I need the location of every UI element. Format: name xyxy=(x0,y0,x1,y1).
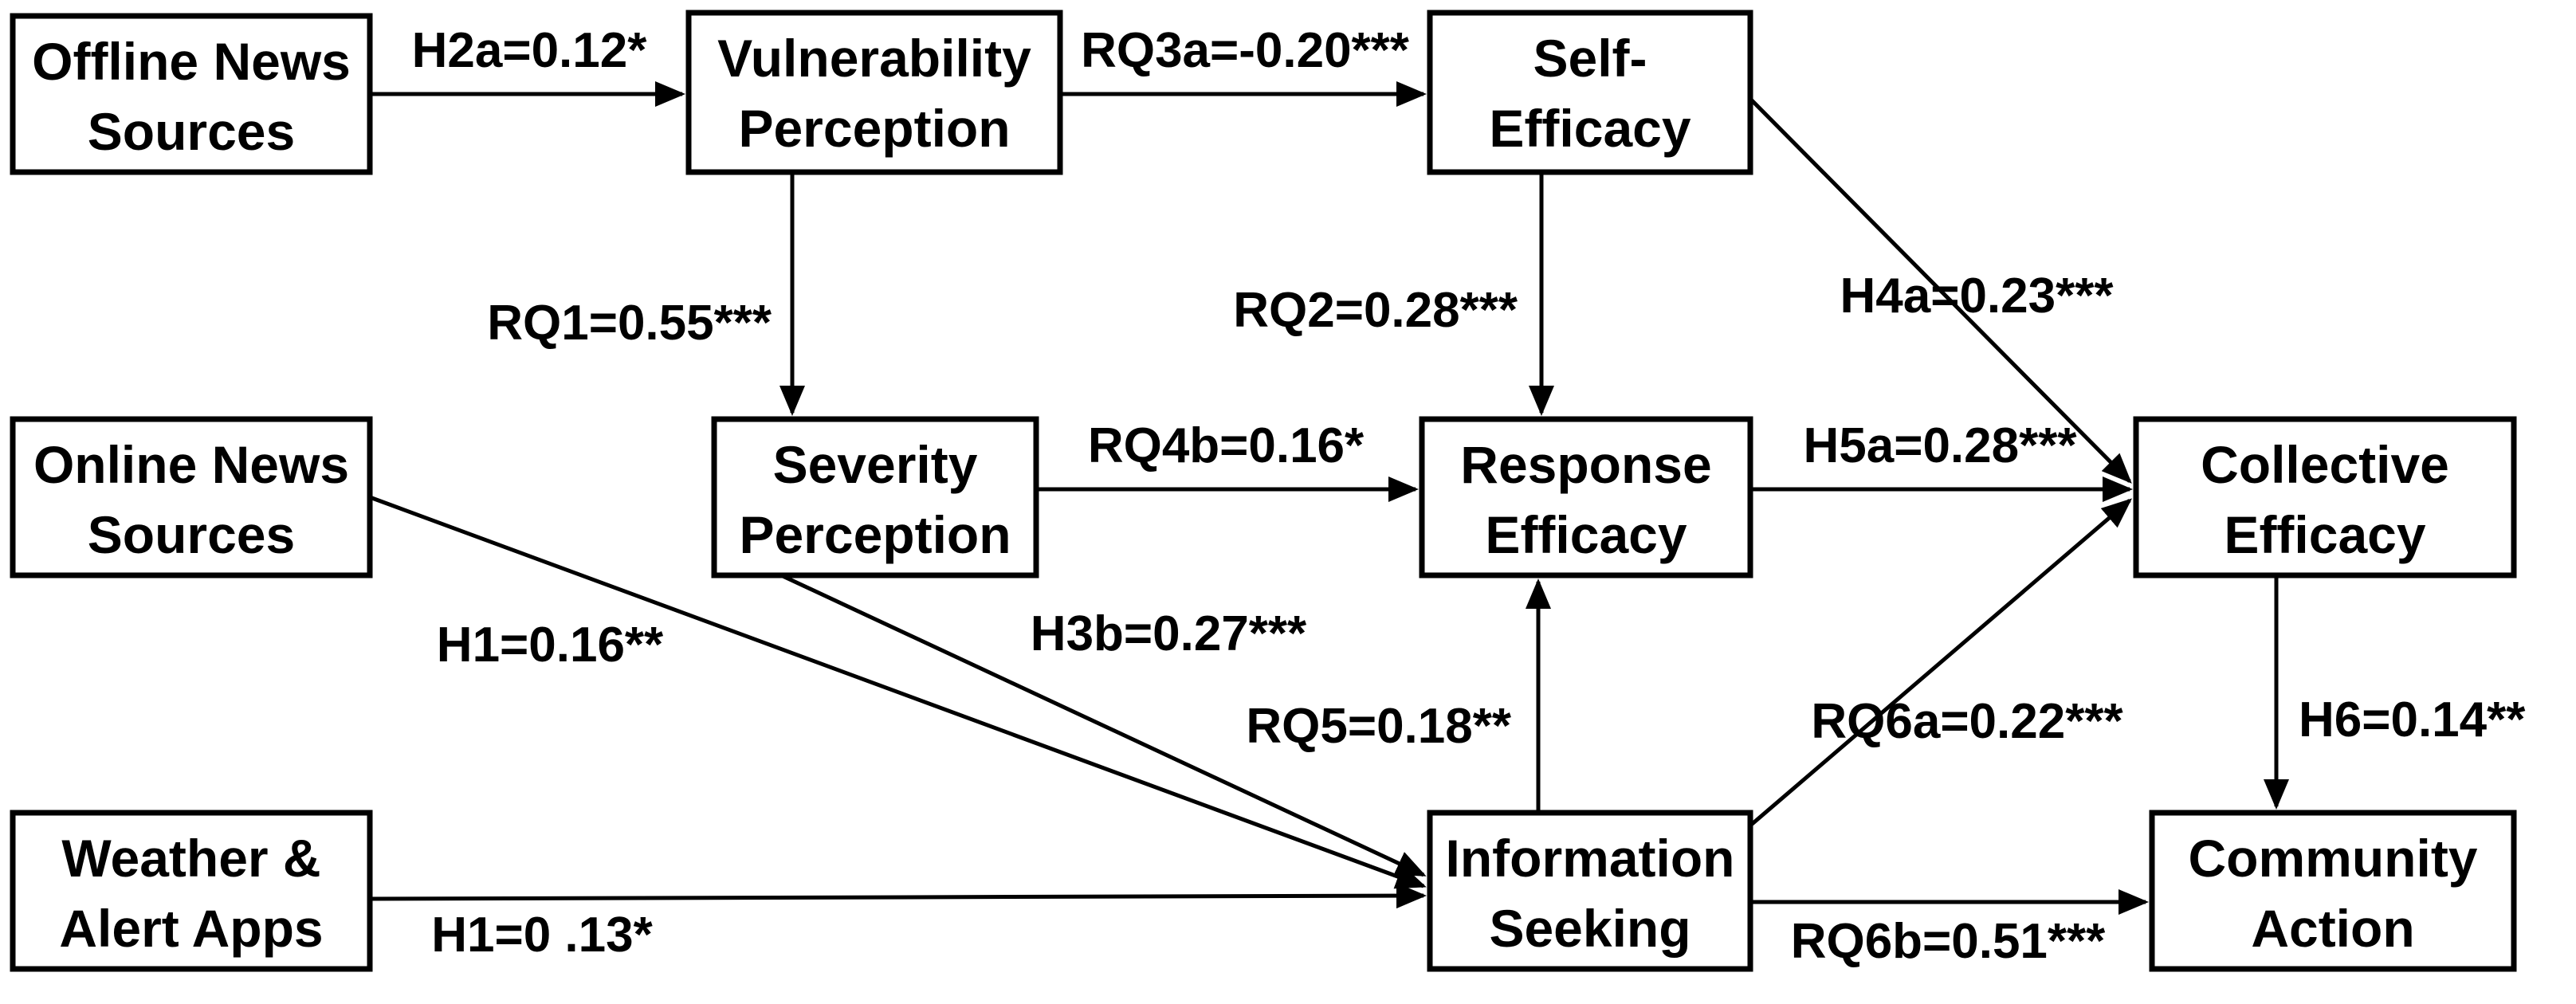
edge-h3b-label: H3b=0.27*** xyxy=(1031,606,1307,661)
edge-h5a-label: H5a=0.28*** xyxy=(1804,418,2078,473)
node-response-efficacy-box xyxy=(1419,416,1753,578)
node-offline-news-sources-label-line1: Offline News xyxy=(32,32,351,91)
edge-h3b: H3b=0.27*** xyxy=(779,573,1427,877)
node-severity-perception-label-line2: Perception xyxy=(739,505,1011,564)
node-collective-efficacy-box xyxy=(2133,416,2517,578)
node-online-news-sources-label-line2: Sources xyxy=(88,505,295,564)
node-community-action-label-line2: Action xyxy=(2251,899,2414,958)
edge-h2a-label: H2a=0.12* xyxy=(412,23,648,78)
edge-rq6a-arrow xyxy=(1749,498,2133,827)
node-weather-alert-apps: Weather & Alert Apps xyxy=(10,810,373,972)
edge-rq6b: RQ6b=0.51*** xyxy=(1750,889,2149,969)
edge-h1-weather: H1=0 .13* xyxy=(369,883,1427,963)
edge-h1-weather-label: H1=0 .13* xyxy=(431,908,653,963)
node-self-efficacy: Self- Efficacy xyxy=(1427,10,1753,175)
edge-rq1: RQ1=0.55*** xyxy=(487,172,805,416)
edge-rq1-label: RQ1=0.55*** xyxy=(487,296,772,351)
edge-rq3a: RQ3a=-0.20*** xyxy=(1060,23,1427,107)
edge-h6-label: H6=0.14** xyxy=(2299,692,2526,747)
edge-h5a: H5a=0.28*** xyxy=(1750,418,2133,502)
node-information-seeking-label-line1: Information xyxy=(1446,829,1735,888)
node-weather-alert-apps-label-line2: Alert Apps xyxy=(59,899,323,958)
node-response-efficacy-label-line2: Efficacy xyxy=(1485,505,1687,564)
node-self-efficacy-label-line2: Efficacy xyxy=(1489,99,1690,158)
edge-rq6a: RQ6a=0.22*** xyxy=(1749,498,2133,827)
edge-h1-online: H1=0.16** xyxy=(369,495,1427,889)
node-weather-alert-apps-label-line1: Weather & xyxy=(61,829,320,888)
edge-rq2: RQ2=0.28*** xyxy=(1233,172,1554,416)
node-offline-news-sources-box xyxy=(10,13,373,175)
node-offline-news-sources-label-line2: Sources xyxy=(88,102,295,161)
edge-h4a-label: H4a=0.23*** xyxy=(1840,269,2115,324)
edge-rq3a-label: RQ3a=-0.20*** xyxy=(1081,23,1410,78)
edge-h1-online-label: H1=0.16** xyxy=(437,618,664,673)
node-information-seeking-label-line2: Seeking xyxy=(1489,899,1690,958)
node-collective-efficacy-label-line1: Collective xyxy=(2201,435,2449,494)
edge-rq4b: RQ4b=0.16* xyxy=(1036,418,1419,502)
edge-h1-online-arrow xyxy=(369,495,1427,889)
node-self-efficacy-label-line1: Self- xyxy=(1533,29,1647,88)
edge-rq6b-label: RQ6b=0.51*** xyxy=(1791,914,2106,969)
node-collective-efficacy-label-line2: Efficacy xyxy=(2224,505,2425,564)
edge-rq4b-label: RQ4b=0.16* xyxy=(1088,418,1365,473)
node-vulnerability-perception-box xyxy=(685,10,1063,175)
node-weather-alert-apps-box xyxy=(10,810,373,972)
edge-h1-weather-arrow xyxy=(369,883,1427,909)
node-self-efficacy-box xyxy=(1427,10,1753,175)
edge-h6: H6=0.14** xyxy=(2264,575,2526,810)
node-vulnerability-perception-label-line1: Vulnerability xyxy=(717,29,1031,88)
node-online-news-sources-label-line1: Online News xyxy=(33,435,349,494)
edge-rq5-label: RQ5=0.18** xyxy=(1246,699,1511,754)
node-community-action-label-line1: Community xyxy=(2189,829,2478,888)
node-community-action-box xyxy=(2149,810,2517,972)
edge-h4a-arrow xyxy=(1749,97,2132,484)
edge-h2a: H2a=0.12* xyxy=(370,23,685,107)
edge-h3b-arrow xyxy=(779,573,1427,877)
edge-rq5: RQ5=0.18** xyxy=(1246,578,1551,813)
node-vulnerability-perception-label-line2: Perception xyxy=(738,99,1010,158)
edge-rq6a-label: RQ6a=0.22*** xyxy=(1811,694,2123,749)
edge-h4a: H4a=0.23*** xyxy=(1749,97,2132,484)
node-severity-perception-box xyxy=(711,416,1039,578)
node-online-news-sources-box xyxy=(10,416,373,578)
node-severity-perception-label-line1: Severity xyxy=(773,435,978,494)
edge-rq2-label: RQ2=0.28*** xyxy=(1233,283,1518,338)
node-response-efficacy-label-line1: Response xyxy=(1460,435,1711,494)
node-information-seeking-box xyxy=(1427,810,1753,972)
